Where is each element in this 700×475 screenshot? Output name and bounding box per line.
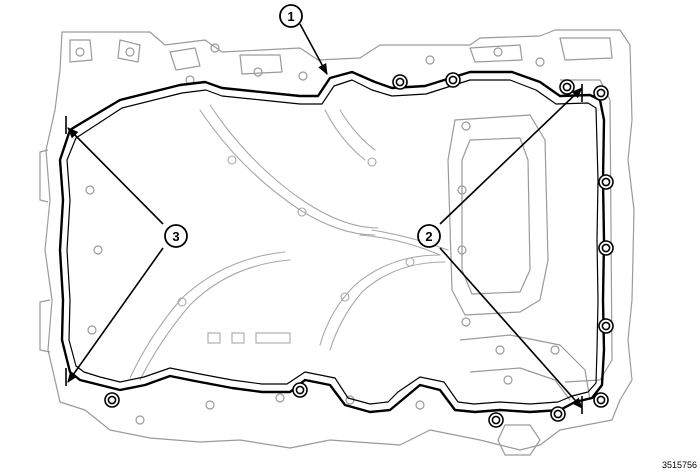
svg-text:2: 2: [425, 229, 432, 244]
oil-pan-gasket: [58, 70, 606, 414]
leader-callout-2-upper: [439, 87, 583, 225]
svg-text:3: 3: [172, 229, 179, 244]
bolt: [392, 74, 408, 90]
figure-number: 3515756: [662, 460, 697, 470]
bolt: [104, 392, 120, 408]
bolt: [598, 240, 614, 256]
bolt: [550, 406, 566, 422]
sealant-ticks: [65, 84, 583, 414]
bolt: [593, 85, 609, 101]
bolt: [598, 174, 614, 190]
callout-3: 3: [164, 224, 188, 248]
leader-callout-3-lower: [67, 247, 164, 383]
flange-bolts: [104, 72, 614, 428]
bolt: [598, 318, 614, 334]
callout-2: 2: [417, 224, 441, 248]
leader-callout-3-upper: [67, 127, 164, 225]
bolt: [292, 382, 308, 398]
bolt: [488, 412, 504, 428]
leader-lines: [67, 23, 583, 409]
svg-text:1: 1: [287, 9, 294, 24]
bolt: [445, 72, 461, 88]
oil-pan-ribs: [129, 104, 449, 381]
bolt: [593, 392, 609, 408]
engine-block-outline: [39, 29, 635, 456]
leader-callout-1: [299, 23, 328, 75]
callout-1: 1: [279, 4, 303, 28]
leader-callout-2-lower: [439, 247, 583, 409]
bolt: [559, 79, 575, 95]
